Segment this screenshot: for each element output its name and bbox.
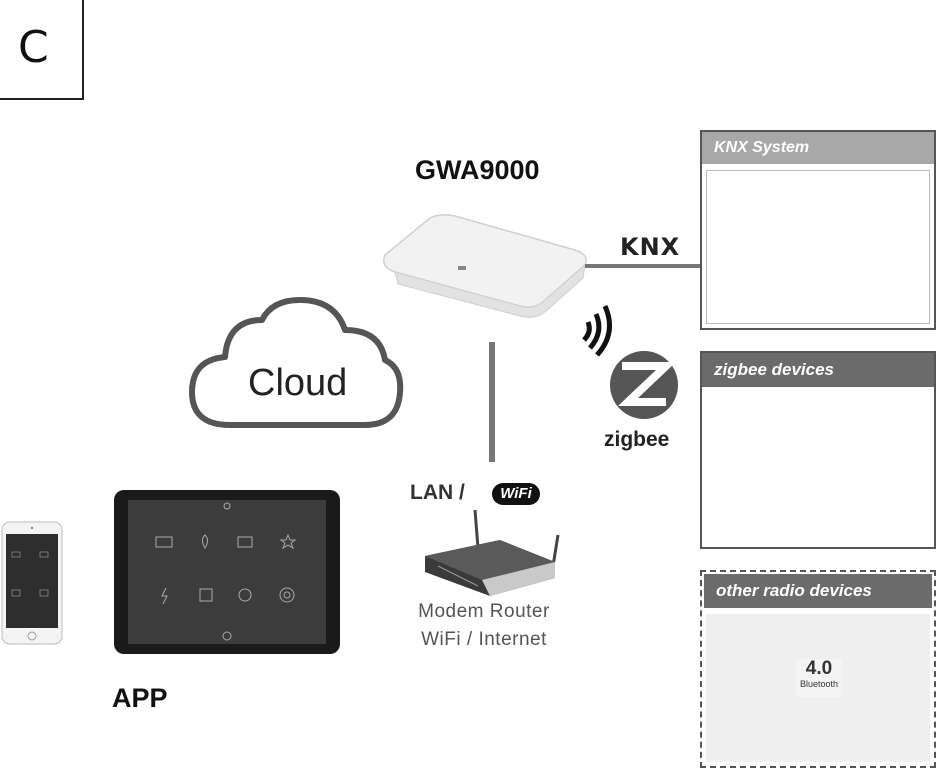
figure-label: C bbox=[18, 22, 49, 73]
other-panel-title: other radio devices bbox=[704, 574, 932, 608]
tablet-icon bbox=[114, 490, 340, 654]
knx-panel-body bbox=[706, 170, 930, 324]
app-label: APP bbox=[112, 683, 168, 713]
knx-panel-title: KNX System bbox=[702, 132, 934, 164]
zigbee-devices-panel: zigbee devices bbox=[700, 351, 936, 549]
wifi-badge: WiFi bbox=[492, 483, 540, 505]
lan-label: LAN / bbox=[410, 481, 465, 504]
cloud-icon bbox=[189, 297, 404, 428]
modem-caption: Modem Router WiFi / Internet bbox=[404, 598, 564, 654]
phone-icon bbox=[1, 521, 63, 645]
modem-caption-line2: WiFi / Internet bbox=[421, 629, 547, 650]
knx-system-panel: KNX System bbox=[700, 130, 936, 330]
knx-logo: KNX bbox=[620, 233, 681, 261]
zigbee-logo-text: zigbee bbox=[604, 428, 670, 451]
modem-caption-line1: Modem Router bbox=[418, 601, 550, 622]
router-icon bbox=[425, 509, 560, 596]
zigbee-logo-icon bbox=[610, 351, 678, 419]
gateway-device-icon bbox=[383, 214, 587, 318]
figure-label-box bbox=[0, 0, 84, 100]
hub-title: GWA9000 bbox=[415, 155, 540, 185]
cloud-label: Cloud bbox=[248, 362, 348, 404]
bluetooth-label: Bluetooth bbox=[799, 679, 839, 689]
bluetooth-badge-icon: 4.0 Bluetooth bbox=[796, 659, 842, 697]
zigbee-panel-title: zigbee devices bbox=[702, 353, 934, 387]
wireless-signal-icon bbox=[582, 304, 612, 357]
bluetooth-version: 4.0 bbox=[805, 658, 833, 679]
